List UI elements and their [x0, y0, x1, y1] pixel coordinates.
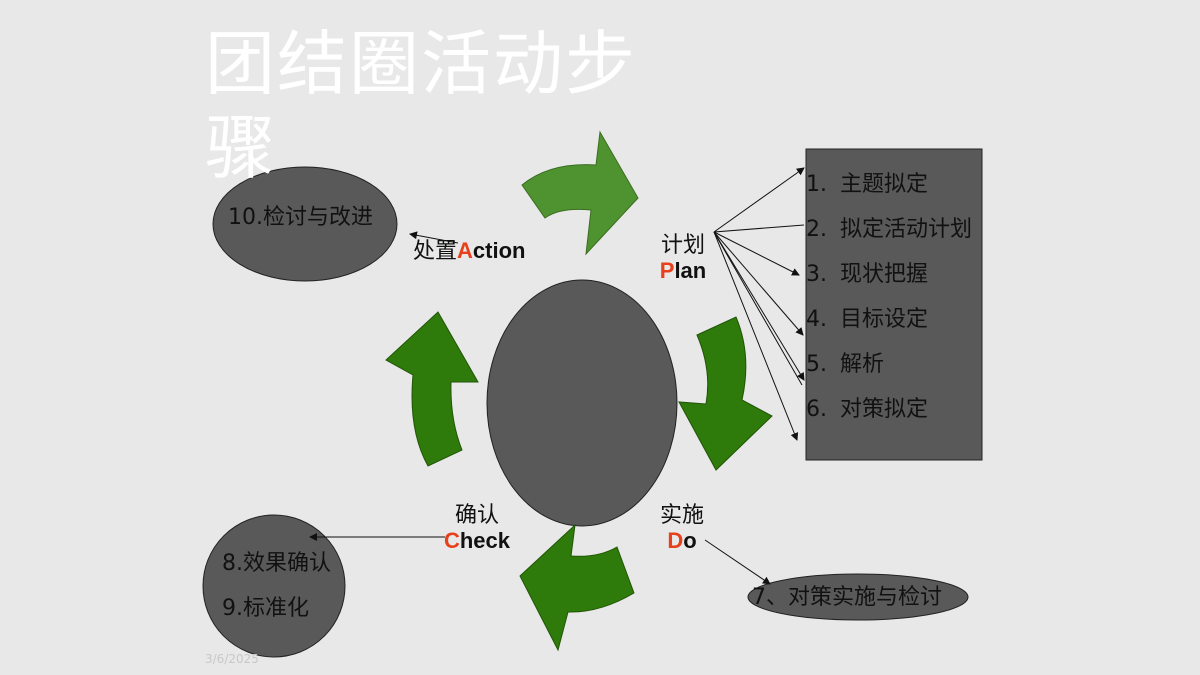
do-ellipse [747, 573, 969, 621]
plan-step-5-text: 解析 [840, 352, 885, 377]
step-7-label: 7、对策实施与检讨 [752, 585, 942, 610]
plan-step-5-num: 5. [806, 352, 827, 377]
center-circle [486, 279, 678, 527]
phase-do-zh: 实施 [659, 503, 704, 528]
arrow-action-to-plan [521, 130, 639, 256]
phase-check-zh: 确认 [454, 503, 499, 528]
phase-plan-first: P [659, 258, 675, 283]
phase-do-first: D [667, 528, 684, 553]
arrow-check-to-action [385, 311, 479, 467]
page-title: 团结圈活动步骤 [205, 23, 637, 189]
phase-action: 处置Action [413, 238, 525, 265]
arrow-plan-to-do [678, 316, 773, 471]
plan-step-2-text: 拟定活动计划 [840, 217, 973, 242]
check-ellipse [202, 514, 346, 658]
arrow-do-to-check [519, 523, 635, 652]
phase-do-rest: o [683, 528, 697, 553]
phase-check-first: C [443, 528, 460, 553]
step-9-label: 9.标准化 [222, 596, 309, 621]
step-10-label: 10.检讨与改进 [228, 205, 373, 230]
connector-do [704, 539, 771, 585]
phase-plan-zh: 计划 [660, 233, 705, 258]
plan-step-4-num: 4. [806, 307, 827, 332]
phase-action-zh: 处置 [413, 239, 458, 264]
phase-action-first: A [457, 238, 473, 263]
plan-step-1-text: 主题拟定 [840, 172, 929, 197]
connector-action [409, 231, 459, 244]
plan-step-3-num: 3. [806, 262, 827, 287]
phase-do: 实施 Do [650, 503, 714, 553]
plan-steps-list: 1. 主题拟定 2. 拟定活动计划 3. 现状把握 4. 目标设定 5. 解析 6. 对策拟… [806, 168, 972, 438]
plan-step-5: 5. 解析 [806, 348, 972, 393]
phase-plan-rest: lan [674, 258, 707, 283]
action-ellipse [212, 166, 398, 282]
plan-step-6-num: 6. [806, 397, 827, 422]
step-8-label: 8.效果确认 [222, 551, 331, 576]
phase-check-rest: heck [459, 528, 511, 553]
plan-step-6-text: 对策拟定 [840, 397, 929, 422]
plan-step-1: 1. 主题拟定 [806, 168, 972, 213]
plan-box [805, 148, 983, 461]
plan-connectors [713, 167, 805, 441]
plan-step-4: 4. 目标设定 [806, 303, 972, 348]
phase-plan: 计划 Plan [645, 233, 721, 283]
plan-step-1-num: 1. [806, 172, 827, 197]
phase-check: 确认 Check [432, 503, 522, 553]
phase-action-rest: ction [472, 238, 526, 263]
plan-step-6: 6. 对策拟定 [806, 393, 972, 438]
slide-date: 3/6/2025 [205, 652, 259, 666]
plan-step-2-num: 2. [806, 217, 827, 242]
plan-step-4-text: 目标设定 [840, 307, 929, 332]
plan-step-2: 2. 拟定活动计划 [806, 213, 972, 258]
plan-step-3: 3. 现状把握 [806, 258, 972, 303]
plan-step-3-text: 现状把握 [840, 262, 929, 287]
